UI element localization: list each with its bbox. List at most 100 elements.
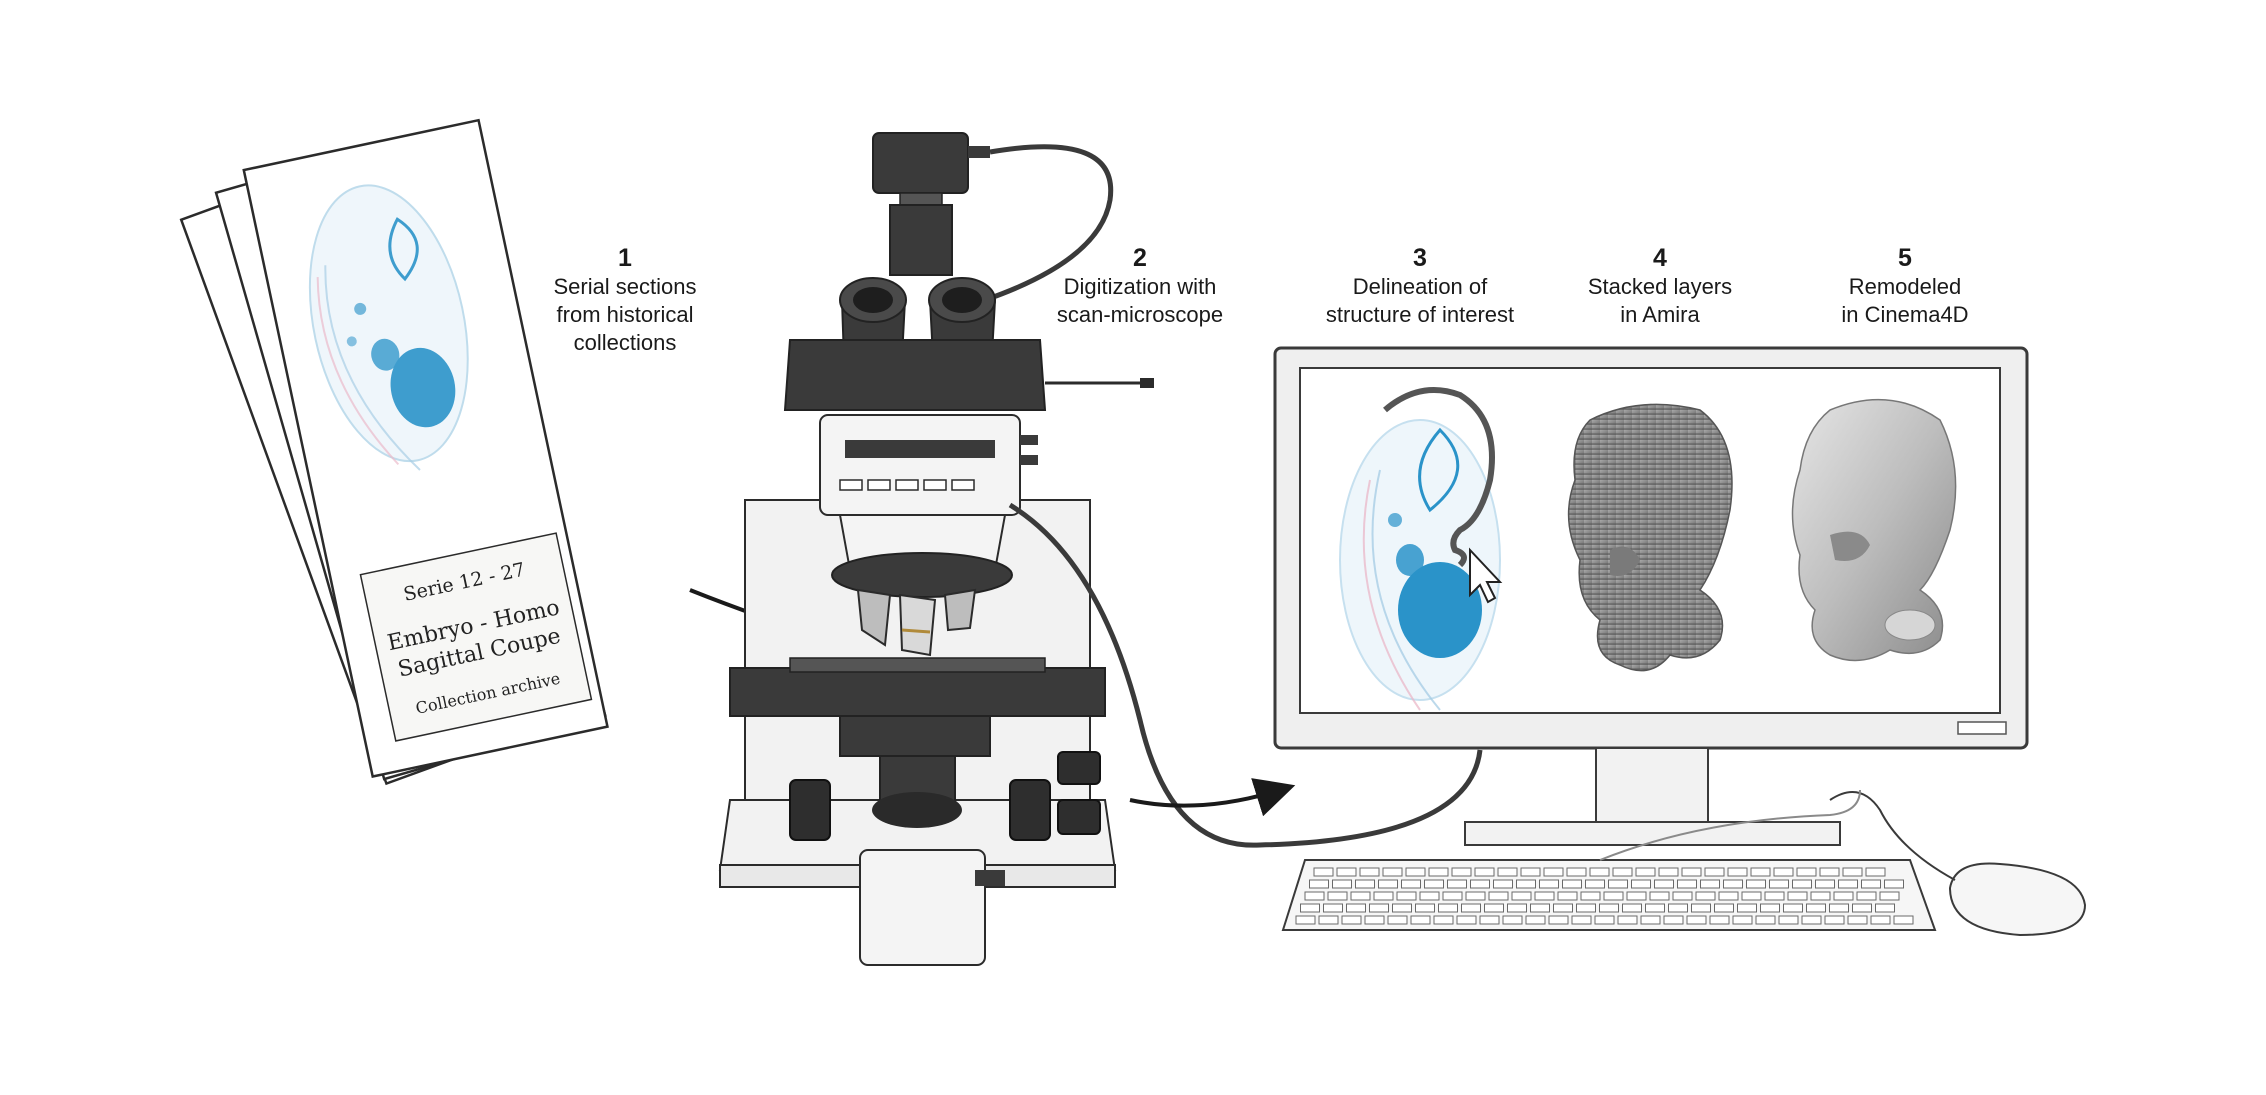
keyboard-key [1461,903,1481,913]
keyboard-key [1350,891,1371,901]
keyboard-keys [1295,867,1914,925]
keyboard-key [1419,891,1440,901]
slide-front: Serie 12 - 27 Embryo - Homo Sagittal Cou… [242,118,609,779]
keyboard-key [1341,915,1362,925]
keyboard-key [1382,867,1403,877]
keyboard-key [1829,903,1849,913]
keyboard-key [1539,879,1559,889]
keyboard-key [1875,903,1895,913]
keyboard-key [1424,879,1444,889]
step-1-number: 1 [618,244,632,272]
keyboard-key [1562,879,1582,889]
step-3-label: 3 Delineation of structure of interest [1300,243,1540,329]
keyboard-key [1502,915,1523,925]
keyboard-key [1401,879,1421,889]
stacked-layers-model [1567,403,1733,672]
keyboard-key [1603,891,1624,901]
keyboard-key [1783,903,1803,913]
keyboard-key [1364,915,1385,925]
keyboard-key [1543,867,1564,877]
keyboard-key [1727,867,1748,877]
keyboard-key [1309,879,1329,889]
microscope [718,132,1483,966]
keyboard-key [1824,915,1845,925]
keyboard-key [1456,915,1477,925]
keyboard-key [1718,891,1739,901]
keyboard-key [1617,915,1638,925]
keyboard-key [1865,867,1886,877]
keyboard-key [1300,903,1320,913]
keyboard-key [1470,879,1490,889]
keyboard-key [1507,903,1527,913]
keyboard-key [1566,867,1587,877]
keyboard-key [1589,867,1610,877]
keyboard-key [1732,915,1753,925]
computer [1273,346,2087,937]
keyboard-key [1709,915,1730,925]
keyboard-key [1737,903,1757,913]
keyboard-key [1654,879,1674,889]
keyboard-key [1631,879,1651,889]
keyboard-key [1806,903,1826,913]
keyboard-key [1810,891,1831,901]
keyboard-key [1313,867,1334,877]
keyboard-key [1663,915,1684,925]
mouse [1948,862,2087,937]
keyboard-key [1884,879,1904,889]
keyboard-key [1792,879,1812,889]
delineation-outline [1383,387,1495,568]
keyboard-key [1484,903,1504,913]
keyboard-key [1428,867,1449,877]
delineated-section [1339,387,1503,711]
keyboard-key [1378,879,1398,889]
keyboard-key [1861,879,1881,889]
step-2-text: Digitization with scan-microscope [1056,274,1224,327]
step-5-label: 5 Remodeled in Cinema4D [1805,243,2005,329]
keyboard-key [1576,903,1596,913]
keyboard-key [1612,867,1633,877]
keyboard-key [1852,903,1872,913]
focus-knobs [789,751,1101,841]
keyboard-key [1525,915,1546,925]
keyboard-key [1323,903,1343,913]
keyboard-key [1700,879,1720,889]
keyboard-key [1585,879,1605,889]
arrow-microscope-to-computer [1129,778,1296,817]
keyboard-key [1658,867,1679,877]
step-1-text: Serial sections from historical collecti… [553,274,697,355]
keyboard-key [1686,915,1707,925]
keyboard-key [1497,867,1518,877]
keyboard-key [1548,915,1569,925]
keyboard-key [1346,903,1366,913]
keyboard-key [1608,879,1628,889]
keyboard-key [1479,915,1500,925]
keyboard-key [1557,891,1578,901]
keyboard-key [1649,891,1670,901]
keyboard-key [1447,879,1467,889]
keyboard-key [1856,891,1877,901]
keyboard-key [1842,867,1863,877]
keyboard-key [1355,879,1375,889]
keyboard-key [1332,879,1352,889]
keyboard-key [1599,903,1619,913]
step-5-text: Remodeled in Cinema4D [1841,274,1969,327]
keyboard-key [1327,891,1348,901]
keyboard-key [1369,903,1389,913]
keyboard-key [1433,915,1454,925]
keyboard-key [1847,915,1868,925]
keyboard-key [1695,891,1716,901]
keyboard-key [1530,903,1550,913]
keyboard-key [1520,867,1541,877]
keyboard-key [1405,867,1426,877]
keyboard-key [1870,915,1891,925]
step-5-number: 5 [1898,244,1912,272]
step-3-text: Delineation of structure of interest [1325,274,1515,327]
keyboard-key [1769,879,1789,889]
step-2-label: 2 Digitization with scan-microscope [1030,243,1250,329]
keyboard-key [1704,867,1725,877]
keyboard-key [1635,867,1656,877]
slide-tissue-section [308,184,469,471]
keyboard-key [1741,891,1762,901]
cursor-icon [1469,547,1503,604]
keyboard-key [1755,915,1776,925]
